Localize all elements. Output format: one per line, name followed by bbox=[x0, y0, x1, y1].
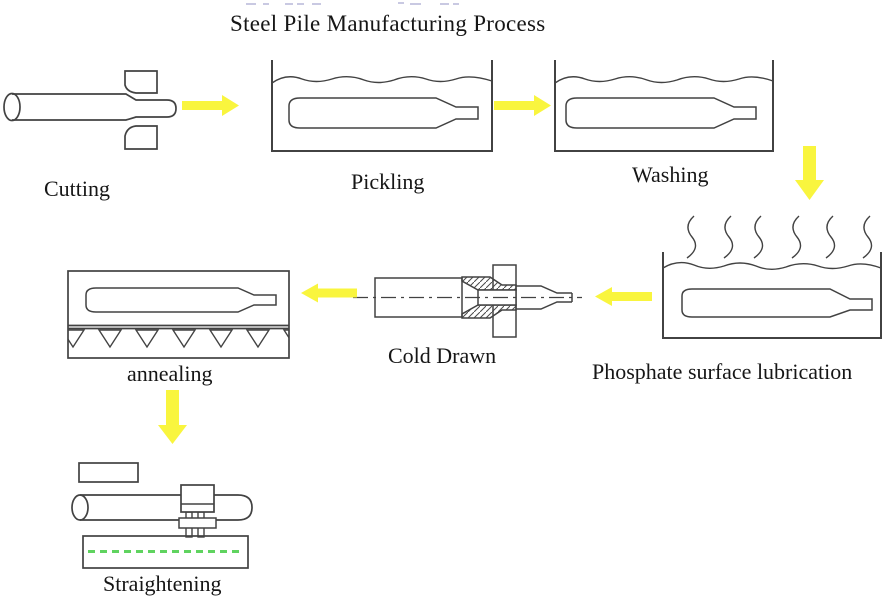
stage-cutting-graphic bbox=[3, 70, 177, 150]
burner-triangles bbox=[68, 329, 289, 349]
washing-tank bbox=[554, 60, 774, 152]
pickling-tank bbox=[271, 60, 493, 152]
arrow-colddrawn-to-annealing bbox=[301, 283, 357, 303]
stage-label-cold-drawn: Cold Drawn bbox=[388, 343, 497, 368]
rod-end-ellipse bbox=[71, 494, 89, 521]
steel-pile bbox=[681, 288, 873, 318]
press-lower-clamp bbox=[178, 517, 217, 529]
furnace bbox=[67, 270, 290, 359]
arrow-pickling-to-washing bbox=[494, 95, 551, 116]
cutter-lower-blade bbox=[124, 125, 158, 150]
steel-pile bbox=[288, 97, 479, 129]
die-upper-half bbox=[461, 276, 517, 291]
stage-cold-drawn-graphic bbox=[353, 264, 582, 338]
arrow-annealing-to-straightening bbox=[158, 390, 187, 444]
stage-washing-graphic bbox=[554, 60, 774, 152]
diagram-title: Steel Pile Manufacturing Process bbox=[230, 11, 546, 36]
steel-pile bbox=[85, 287, 277, 313]
liquid-surface bbox=[662, 261, 882, 270]
stage-straightening-graphic bbox=[71, 462, 253, 569]
stage-annealing-graphic bbox=[67, 270, 290, 359]
steel-pile bbox=[565, 97, 757, 129]
arrow-phosphate-to-colddrawn bbox=[595, 287, 652, 306]
liquid-surface bbox=[271, 76, 493, 84]
cutter-upper-blade bbox=[124, 70, 158, 94]
cropped-text-artifact bbox=[246, 2, 459, 5]
guide-block bbox=[78, 462, 139, 483]
liquid-surface bbox=[554, 76, 774, 84]
stage-label-annealing: annealing bbox=[127, 361, 213, 386]
stage-label-straightening: Straightening bbox=[103, 571, 222, 596]
stage-phosphate-graphic bbox=[662, 215, 882, 339]
press-head bbox=[180, 484, 215, 513]
base-table bbox=[82, 535, 249, 569]
stage-label-cutting: Cutting bbox=[44, 176, 111, 201]
arrow-cutting-to-pickling bbox=[182, 95, 239, 116]
steel-rod bbox=[80, 494, 253, 521]
stage-label-phosphate: Phosphate surface lubrication bbox=[592, 359, 853, 384]
stage-label-washing: Washing bbox=[632, 162, 709, 187]
stage-label-pickling: Pickling bbox=[351, 169, 425, 194]
rod-end-ellipse bbox=[3, 92, 21, 122]
phosphate-tank bbox=[662, 252, 882, 339]
steam-squiggles bbox=[686, 215, 873, 259]
arrow-washing-to-phosphate bbox=[795, 146, 824, 200]
stage-pickling-graphic bbox=[271, 60, 493, 152]
die-lower-half bbox=[461, 304, 517, 319]
